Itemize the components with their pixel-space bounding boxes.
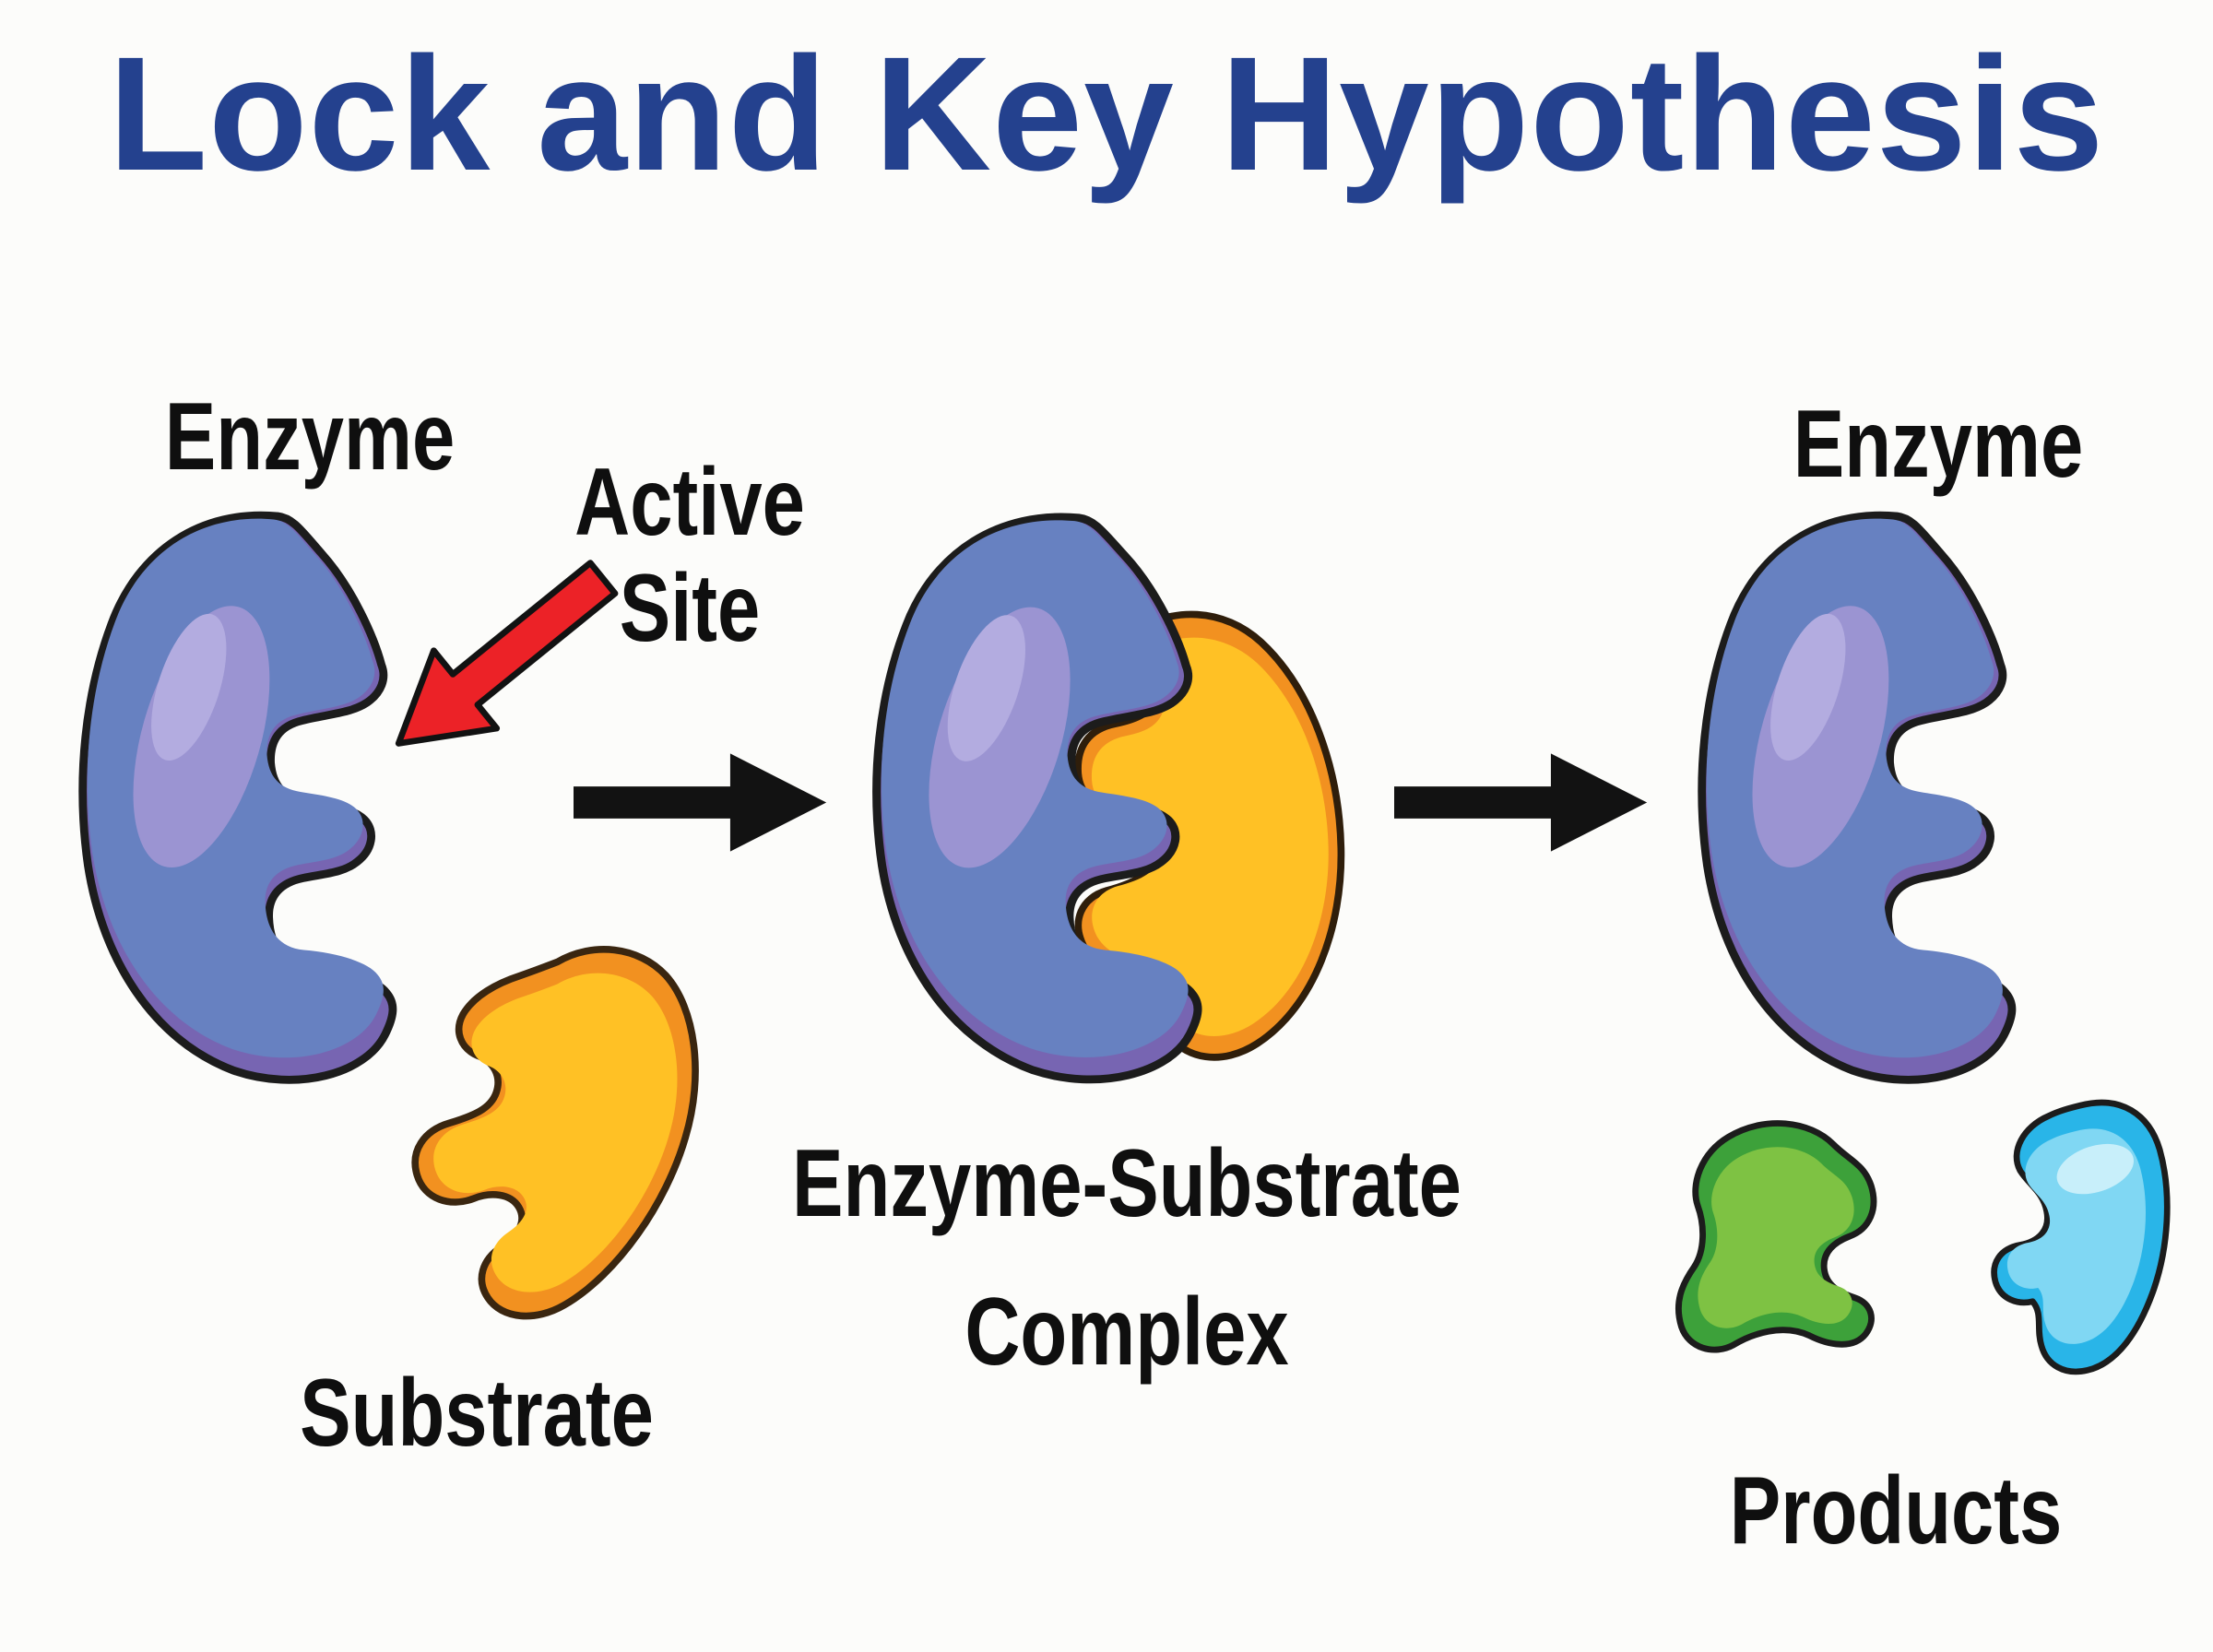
active-site-label: Active Site bbox=[468, 449, 911, 663]
enzyme-substrate-complex-shape bbox=[859, 509, 1357, 1086]
active-site-pointer-icon bbox=[395, 560, 619, 747]
enzyme-shape-right bbox=[1686, 507, 2064, 1092]
product-green-shape bbox=[1658, 1106, 1884, 1377]
page-title: Lock and Key Hypothesis bbox=[108, 24, 2105, 205]
active-site-label-line2: Site bbox=[619, 555, 761, 663]
enzyme-label-right: Enzyme bbox=[1793, 391, 2084, 498]
complex-label: Enzyme-Substrate Complex bbox=[758, 1110, 1496, 1407]
substrate-label: Substrate bbox=[300, 1360, 654, 1467]
reaction-arrow-icon-2 bbox=[1394, 753, 1648, 852]
product-cyan-shape bbox=[1949, 1088, 2171, 1379]
active-site-label-line1: Active bbox=[574, 449, 805, 556]
products-label: Products bbox=[1729, 1457, 2063, 1564]
complex-label-line2: Complex bbox=[964, 1279, 1289, 1386]
reaction-arrow-icon-1 bbox=[574, 753, 827, 852]
complex-label-line1: Enzyme-Substrate bbox=[792, 1130, 1462, 1237]
substrate-shape bbox=[371, 923, 737, 1337]
enzyme-label-left: Enzyme bbox=[164, 384, 456, 490]
